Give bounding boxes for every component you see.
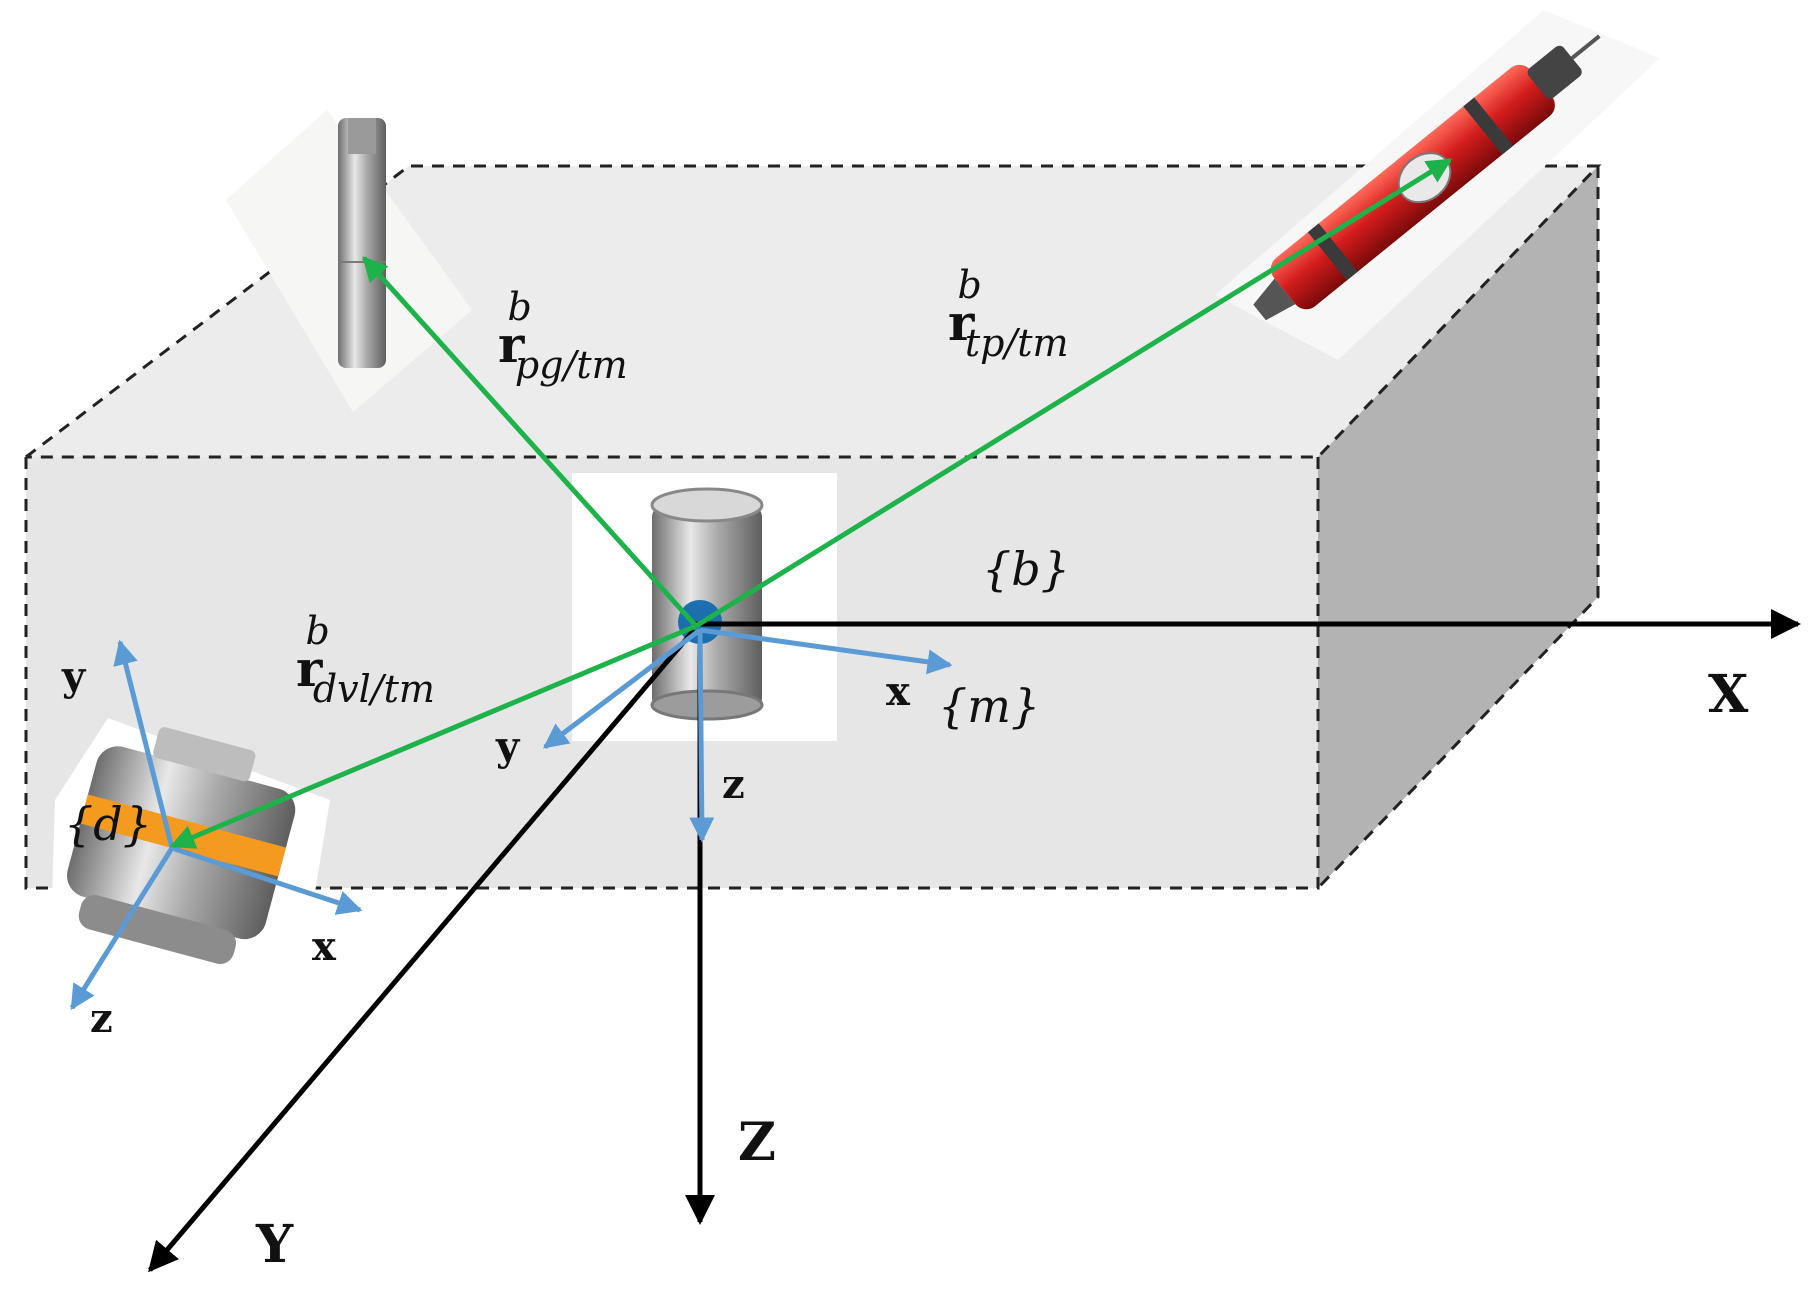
- mru-z-axis-label: z: [722, 761, 745, 808]
- dvl-z-axis-label: z: [90, 995, 113, 1042]
- dvl-frame-axes: [69, 639, 363, 1011]
- vector-label-dvl-sup: b: [305, 609, 329, 653]
- vector-dvl-arrow: [169, 623, 697, 849]
- vector-label-pg-main: r: [498, 315, 525, 374]
- dvl-transducer-face: [78, 895, 237, 964]
- vector-pg-arrow: [362, 256, 698, 628]
- pressure-gauge-cap: [348, 118, 376, 154]
- dvl-y-axis: [113, 639, 175, 849]
- box-side-face: [1318, 166, 1598, 888]
- vector-label-pg-sub: pg/tm: [515, 343, 628, 387]
- transponder-photo: [1215, 10, 1660, 360]
- mru-x-axis-label: x: [886, 668, 911, 715]
- body-y-axis: [148, 628, 696, 1273]
- vector-label-tp: r b tp/tm: [948, 263, 1069, 365]
- body-x-axis-label: X: [1708, 664, 1749, 725]
- transponder-antenna: [1570, 34, 1601, 60]
- mru-frame-axes: [543, 627, 953, 843]
- vector-label-pg: r b pg/tm: [498, 285, 628, 387]
- pressure-gauge-photo: [226, 110, 472, 412]
- transponder-tail: [1253, 278, 1296, 321]
- vector-label-tp-main: r: [948, 293, 975, 352]
- body-z-axis-label: Z: [738, 1112, 776, 1173]
- vector-label-tp-sup: b: [957, 263, 981, 307]
- vector-label-dvl-sub: dvl/tm: [313, 667, 435, 711]
- lever-arm-vectors: [169, 157, 1453, 849]
- mru-frame-label: {m}: [938, 679, 1040, 733]
- body-y-axis-label: Y: [255, 1214, 294, 1275]
- mru-y-axis: [543, 628, 702, 749]
- dvl-z-axis: [69, 846, 175, 1011]
- body-frame-label: {b}: [982, 542, 1070, 596]
- dvl-x-axis: [171, 845, 363, 915]
- mru-top-ring: [650, 487, 764, 523]
- dvl-frame-label: {d}: [64, 797, 152, 851]
- mru-z-axis: [689, 629, 715, 843]
- transponder-band-2: [1463, 97, 1514, 155]
- dvl-x-axis-label: x: [312, 923, 337, 970]
- mru-x-axis: [699, 627, 953, 675]
- vector-label-pg-sup: b: [507, 285, 531, 329]
- mru-bottom-ring: [650, 689, 764, 721]
- dvl-y-axis-label: y: [61, 653, 87, 700]
- mru-y-axis-label: y: [495, 723, 521, 770]
- dvl-top-collar: [153, 727, 256, 782]
- transponder-head: [1527, 45, 1582, 99]
- vector-label-dvl: r b dvl/tm: [296, 609, 435, 711]
- vector-label-tp-sub: tp/tm: [965, 321, 1069, 365]
- box-edges-front: [24, 457, 1320, 890]
- vector-tp-arrow: [694, 157, 1453, 629]
- box-edges-side: [1316, 166, 1600, 890]
- pressure-gauge-body: [338, 118, 386, 368]
- vector-label-dvl-main: r: [296, 639, 323, 698]
- motion-reference-unit-photo: [572, 473, 837, 741]
